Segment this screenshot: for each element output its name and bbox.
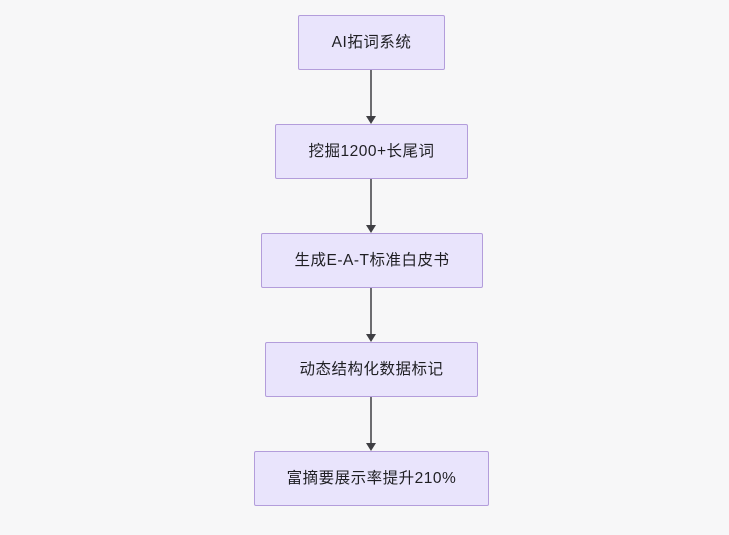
arrowhead-n1-n2	[365, 116, 376, 124]
edge-n3-n4	[370, 288, 372, 334]
flowchart-node-label: 挖掘1200+长尾词	[308, 142, 435, 160]
flowchart-node-ai-keyword-system[interactable]: AI拓词系统	[298, 15, 445, 70]
flowchart-node-label: 动态结构化数据标记	[299, 360, 444, 378]
flowchart-node-label: AI拓词系统	[331, 33, 412, 51]
flowchart-node-label: 富摘要展示率提升210%	[286, 469, 457, 487]
flowchart-node-generate-eat-whitepaper[interactable]: 生成E-A-T标准白皮书	[261, 233, 483, 288]
flowchart-node-rich-snippet-rate-increase[interactable]: 富摘要展示率提升210%	[254, 451, 489, 506]
edge-n2-n3	[370, 179, 372, 225]
arrowhead-n2-n3	[365, 225, 376, 233]
flowchart-node-mine-longtail-keywords[interactable]: 挖掘1200+长尾词	[275, 124, 468, 179]
edge-n4-n5	[370, 397, 372, 443]
arrowhead-n4-n5	[365, 443, 376, 451]
edge-n1-n2	[370, 70, 372, 116]
flowchart-node-label: 生成E-A-T标准白皮书	[294, 251, 450, 269]
flowchart-node-dynamic-structured-data-markup[interactable]: 动态结构化数据标记	[265, 342, 478, 397]
arrowhead-n3-n4	[365, 334, 376, 342]
